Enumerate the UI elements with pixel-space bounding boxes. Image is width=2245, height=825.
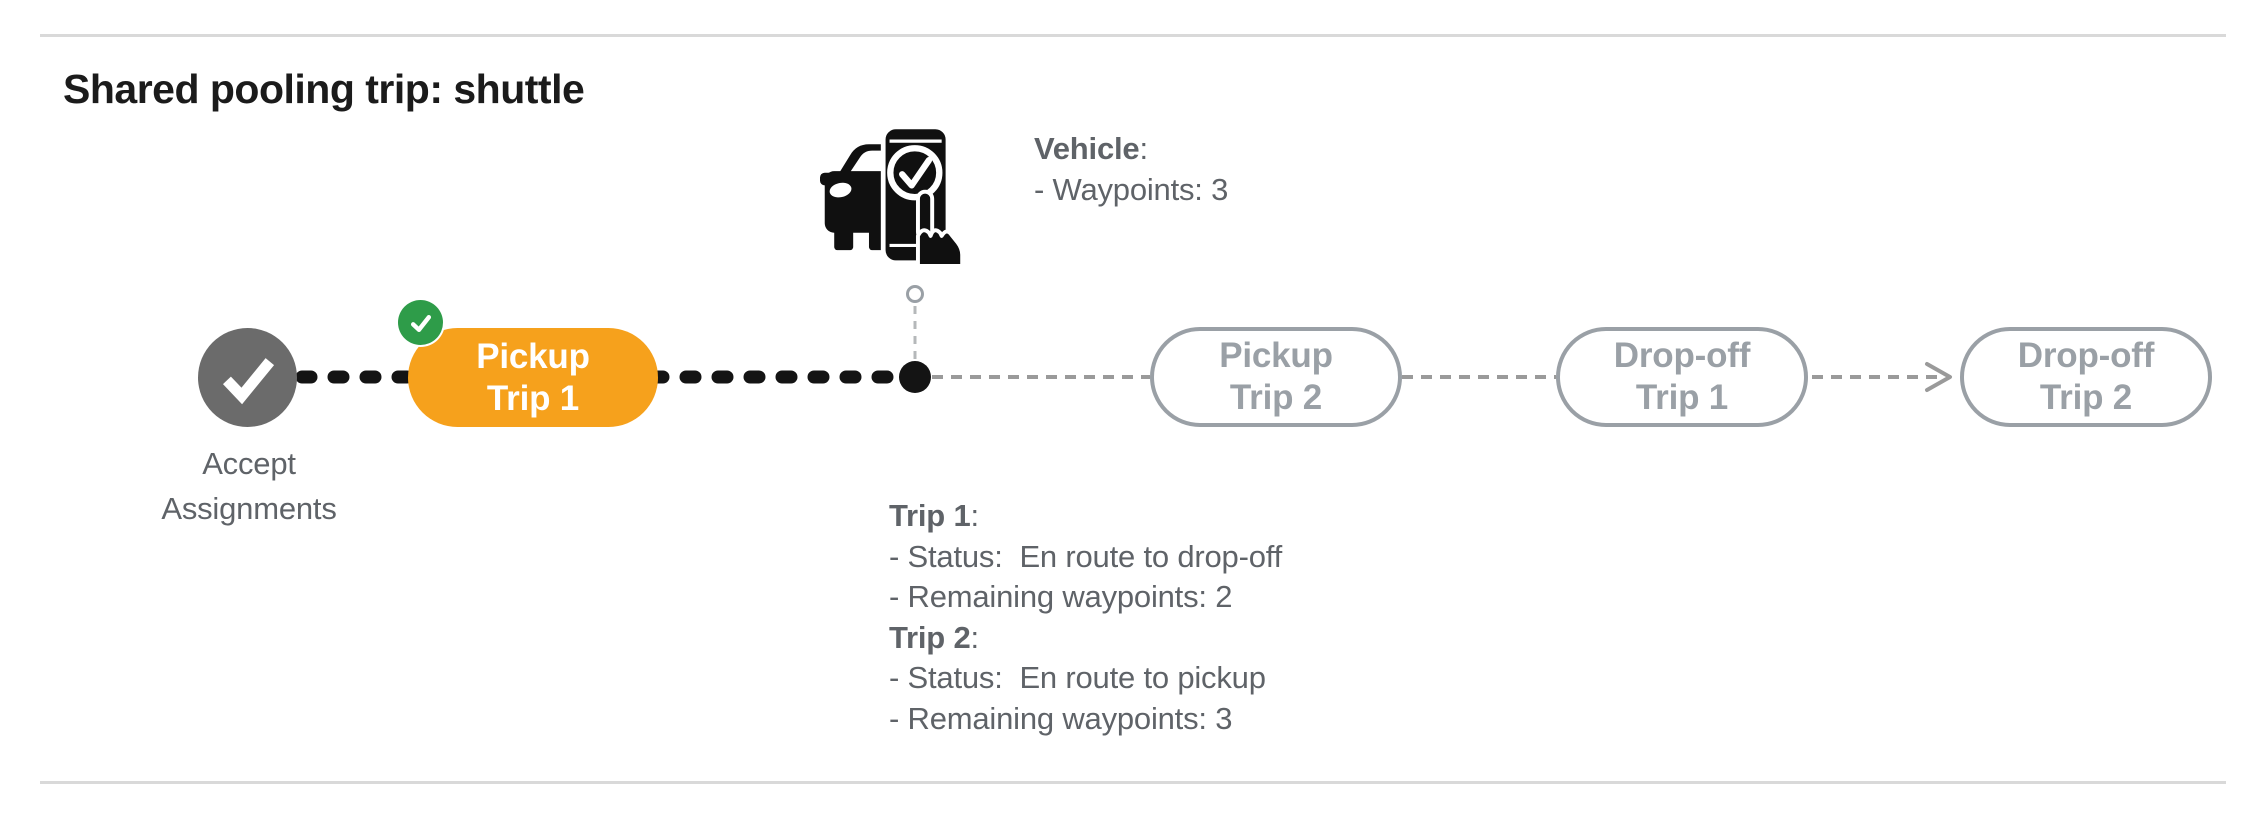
vehicle-phone-check-icon bbox=[820, 119, 978, 275]
page-title: Shared pooling trip: shuttle bbox=[63, 66, 585, 112]
vehicle-info: Vehicle: - Waypoints: 3 bbox=[1034, 128, 1228, 210]
trip2-status-line: - Status: En route to pickup bbox=[889, 660, 1266, 695]
accept-assignments-label: Accept Assignments bbox=[118, 441, 380, 531]
trip2-waypoints-line: - Remaining waypoints: 3 bbox=[889, 700, 1233, 736]
bottom-divider bbox=[40, 781, 2226, 784]
trip1-waypoints-line: - Remaining waypoints: 2 bbox=[889, 579, 1233, 614]
node-label-line2: Trip 1 bbox=[1635, 378, 1729, 417]
accept-label-line1: Accept bbox=[202, 446, 296, 481]
top-divider bbox=[40, 34, 2226, 37]
node-pickup-trip-2: Pickup Trip 2 bbox=[1150, 327, 1402, 427]
accept-label-line2: Assignments bbox=[161, 491, 337, 526]
trip1-heading: Trip 1: bbox=[889, 498, 979, 533]
node-dropoff-trip-2: Drop-off Trip 2 bbox=[1960, 327, 2212, 427]
trip1-status-line: - Status: En route to drop-off bbox=[889, 538, 1283, 574]
check-icon bbox=[222, 357, 274, 404]
node-label-line2: Trip 1 bbox=[486, 378, 580, 418]
node-label-line2: Trip 2 bbox=[1229, 378, 1323, 417]
current-position-dot bbox=[899, 361, 931, 393]
vehicle-position-stub bbox=[906, 285, 924, 360]
check-icon bbox=[410, 314, 431, 332]
vehicle-info-heading: Vehicle: bbox=[1034, 131, 1148, 166]
trip-status-panel: Trip 1: - Status: En route to drop-off -… bbox=[889, 496, 1282, 739]
node-dropoff-trip-1: Drop-off Trip 1 bbox=[1556, 327, 1808, 427]
vehicle-waypoints-line: - Waypoints: 3 bbox=[1034, 172, 1229, 207]
node-label-line1: Pickup bbox=[1219, 336, 1333, 375]
node-label-line1: Drop-off bbox=[1613, 336, 1751, 375]
node-label-line2: Trip 2 bbox=[2039, 378, 2133, 417]
accept-assignments-node bbox=[198, 328, 297, 427]
completed-check-badge bbox=[398, 300, 443, 345]
node-label-line1: Drop-off bbox=[2017, 336, 2155, 375]
arrowhead-icon bbox=[1925, 362, 1952, 392]
node-pickup-trip-1: Pickup Trip 1 bbox=[408, 328, 658, 427]
trip2-heading: Trip 2: bbox=[889, 619, 979, 655]
node-label-line1: Pickup bbox=[476, 336, 590, 376]
